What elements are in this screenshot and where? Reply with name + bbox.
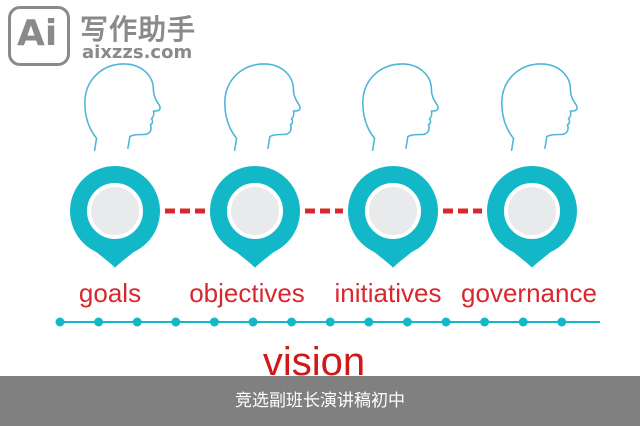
timeline-dot bbox=[248, 317, 258, 327]
map-pin-1 bbox=[68, 164, 162, 270]
watermark-logo: Ai 写作助手 aixzzs.com bbox=[8, 6, 228, 68]
head-outline-icon-4 bbox=[501, 63, 578, 151]
head-outline-icon-2 bbox=[224, 63, 301, 151]
head-outline-icon-3 bbox=[362, 63, 439, 151]
timeline-dot bbox=[94, 317, 104, 327]
logo-icon-text: Ai bbox=[17, 13, 58, 54]
caption-text: 竞选副班长演讲稿初中 bbox=[235, 391, 405, 411]
timeline-group bbox=[55, 317, 600, 327]
stage-label-2: objectives bbox=[189, 278, 305, 308]
timeline-dot bbox=[557, 317, 567, 327]
caption-bar: 竞选副班长演讲稿初中 bbox=[0, 376, 640, 426]
ai-logo-icon: Ai bbox=[8, 6, 70, 66]
timeline-dot bbox=[325, 317, 335, 327]
map-pin-4 bbox=[485, 164, 579, 270]
timeline-dot bbox=[209, 317, 219, 327]
map-pin-2 bbox=[208, 164, 302, 270]
timeline-dot bbox=[480, 317, 490, 327]
stage-label-1: goals bbox=[79, 278, 141, 308]
timeline-dot bbox=[402, 317, 412, 327]
labels-group: goals objectives initiatives governance bbox=[79, 278, 597, 308]
timeline-dot bbox=[55, 317, 65, 327]
timeline-dot bbox=[171, 317, 181, 327]
timeline-dot bbox=[441, 317, 451, 327]
logo-name: 写作助手 bbox=[80, 13, 197, 46]
timeline-dot bbox=[132, 317, 142, 327]
timeline-dot bbox=[518, 317, 528, 327]
stage-label-3: initiatives bbox=[335, 278, 442, 308]
timeline-dot bbox=[364, 317, 374, 327]
heads-group bbox=[84, 63, 578, 151]
pins-group bbox=[68, 164, 579, 270]
map-pin-3 bbox=[346, 164, 440, 270]
head-outline-icon-1 bbox=[84, 63, 161, 151]
timeline-dot bbox=[287, 317, 297, 327]
stage-label-4: governance bbox=[461, 278, 597, 308]
logo-url: aixzzs.com bbox=[82, 42, 193, 63]
